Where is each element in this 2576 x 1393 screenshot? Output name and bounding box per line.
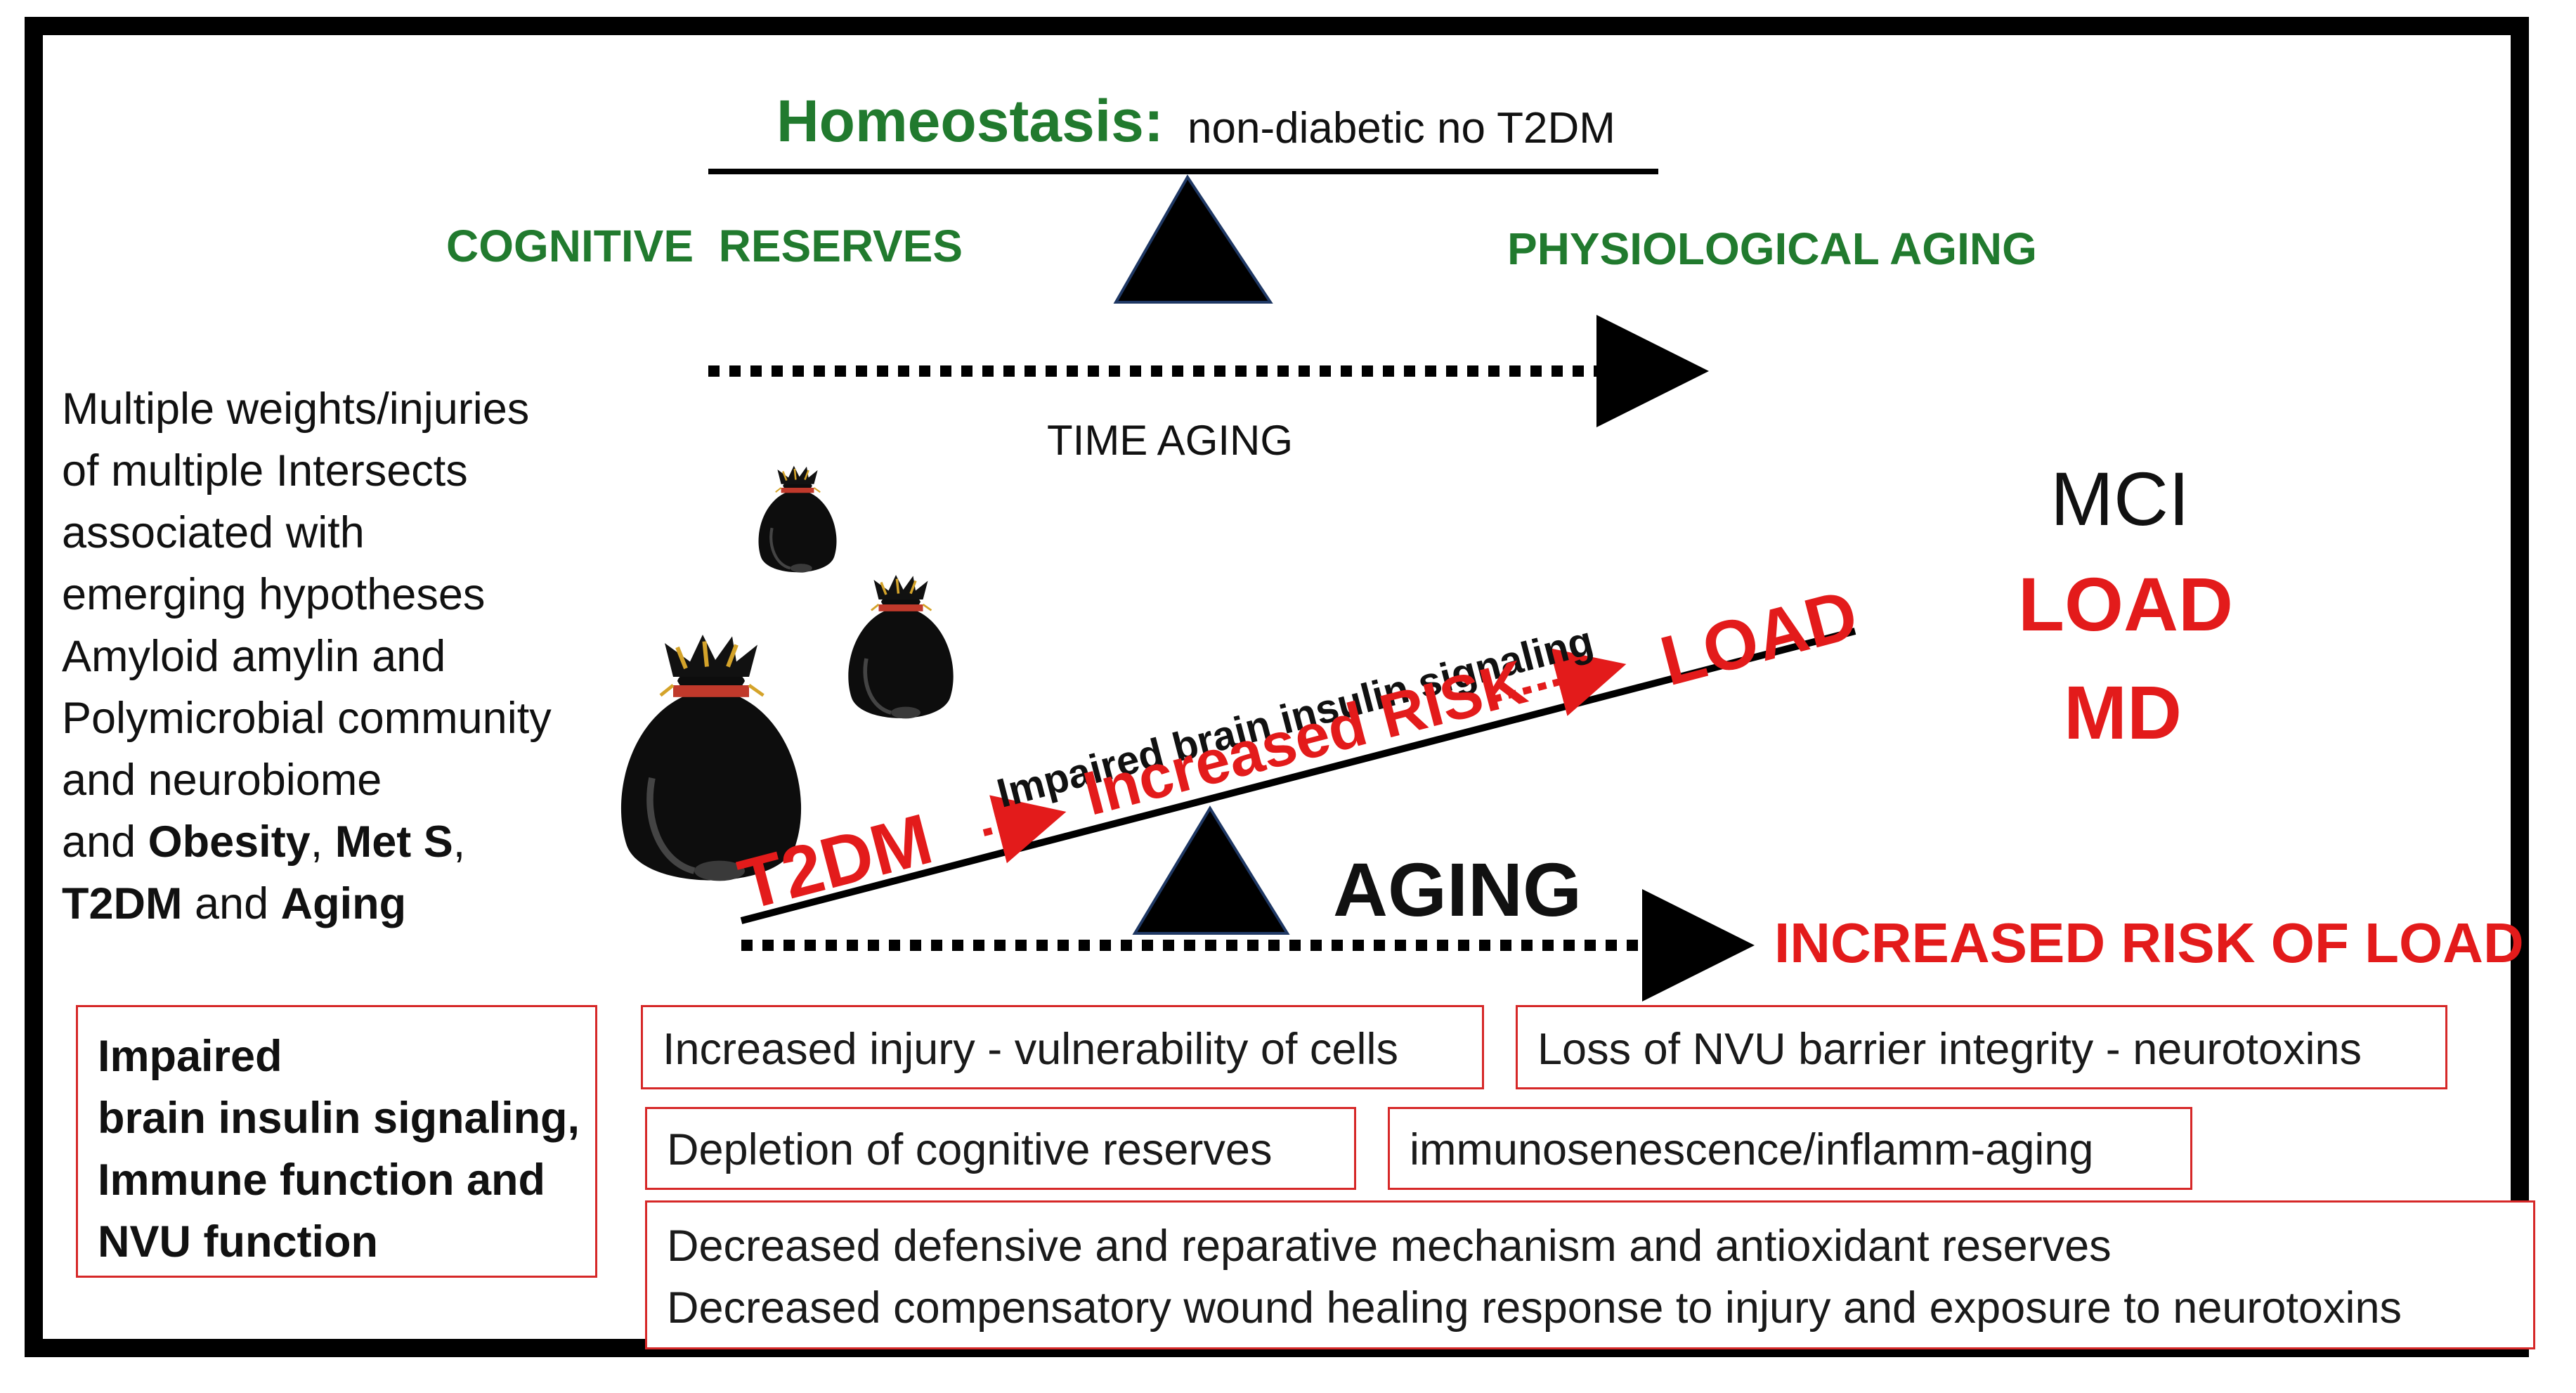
left-description: Multiple weights/injuries of multiple In… bbox=[62, 378, 552, 935]
load-outcome-label: LOAD bbox=[2018, 562, 2233, 647]
cognitive-reserves-box: Depletion of cognitive reserves bbox=[645, 1107, 1356, 1190]
left-line: of multiple Intersects bbox=[62, 446, 468, 495]
injury-box: Increased injury - vulnerability of cell… bbox=[641, 1005, 1484, 1089]
bottom-fulcrum-icon bbox=[1132, 805, 1290, 935]
left-line: associated with bbox=[62, 508, 365, 557]
left-line: Polymicrobial community bbox=[62, 694, 552, 743]
left-line: emerging hypotheses bbox=[62, 570, 486, 619]
seesaw-beam bbox=[740, 628, 1856, 924]
money-bag-icon-medium bbox=[848, 575, 953, 718]
cognitive-reserves-label: COGNITIVE RESERVES bbox=[446, 221, 963, 271]
left-line: Multiple weights/injuries bbox=[62, 384, 530, 434]
md-outcome-label: MD bbox=[2064, 670, 2182, 755]
red-arrow-2 bbox=[1492, 648, 1627, 716]
injury-text: Increased injury - vulnerability of cell… bbox=[663, 1025, 1398, 1074]
physiological-aging-label: PHYSIOLOGICAL AGING bbox=[1507, 223, 2037, 274]
cognitive-reserves-text: Depletion of cognitive reserves bbox=[667, 1125, 1273, 1174]
homeostasis-title: Homeostasis: bbox=[776, 88, 1164, 154]
decreased-defense-box: Decreased defensive and reparative mecha… bbox=[645, 1200, 2535, 1349]
aging-label: AGING bbox=[1333, 847, 1582, 932]
top-fulcrum-icon bbox=[1113, 174, 1273, 304]
increased-risk-of-load-label: INCREASED RISK OF LOAD bbox=[1774, 912, 2524, 974]
mci-label: MCI bbox=[2050, 456, 2190, 541]
left-summary-box: Impaired brain insulin signaling, Immune… bbox=[76, 1005, 597, 1278]
summary-line: NVU function bbox=[98, 1217, 378, 1266]
summary-line: Impaired bbox=[98, 1032, 282, 1081]
nvu-barrier-text: Loss of NVU barrier integrity - neurotox… bbox=[1537, 1025, 2362, 1074]
left-line: T2DM and Aging bbox=[62, 879, 407, 928]
immunosenescence-box: immunosenescence/inflamm-aging bbox=[1388, 1107, 2192, 1190]
money-bag-icon-small bbox=[759, 466, 837, 573]
immunosenescence-text: immunosenescence/inflamm-aging bbox=[1410, 1125, 2094, 1174]
nvu-barrier-box: Loss of NVU barrier integrity - neurotox… bbox=[1516, 1005, 2447, 1089]
left-line: and Obesity, Met S, bbox=[62, 817, 466, 867]
summary-line: Immune function and bbox=[98, 1155, 545, 1205]
time-aging-label: TIME AGING bbox=[1047, 417, 1294, 464]
red-arrow-1 bbox=[982, 795, 1067, 864]
homeostasis-subtitle: non-diabetic no T2DM bbox=[1188, 104, 1615, 153]
left-line: Amyloid amylin and bbox=[62, 632, 446, 681]
summary-line: brain insulin signaling, bbox=[98, 1094, 580, 1143]
decreased-healing-line: Decreased compensatory wound healing res… bbox=[667, 1283, 2402, 1333]
decreased-defense-line: Decreased defensive and reparative mecha… bbox=[667, 1222, 2112, 1271]
left-line: and neurobiome bbox=[62, 756, 382, 805]
